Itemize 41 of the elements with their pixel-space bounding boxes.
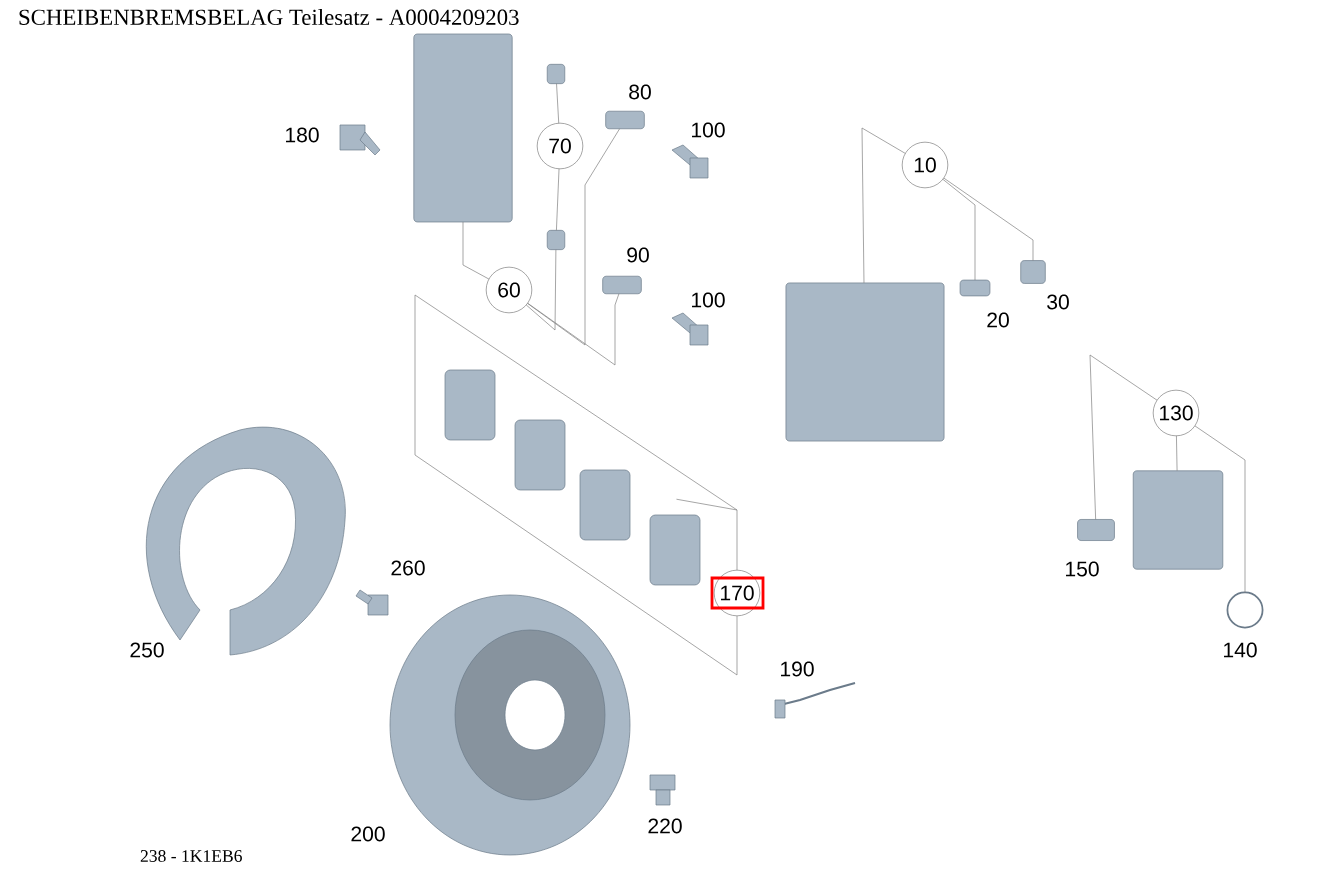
brake-caliper-drawing — [785, 282, 945, 442]
part-number: 100 — [692, 292, 725, 308]
bleeder-screw-drawing — [959, 279, 991, 297]
leader-line — [943, 177, 1034, 261]
part-number: 140 — [1224, 642, 1257, 658]
part-number: 20 — [987, 312, 1009, 328]
leader-line — [527, 293, 620, 366]
title: SCHEIBENBREMSBELAG Teilesatz - A0004209203 — [19, 8, 519, 26]
part-number: 90 — [627, 247, 649, 263]
cap-drawing — [1020, 260, 1046, 284]
part-number: 220 — [648, 818, 682, 834]
leader-line — [556, 168, 560, 231]
leader-line — [556, 83, 560, 124]
bolt-drawing — [1077, 519, 1115, 541]
leader-line — [1176, 435, 1178, 472]
nut-drawing — [546, 64, 566, 84]
part-number: 260 — [391, 560, 425, 576]
part-number: 80 — [629, 84, 651, 100]
part-number: 190 — [781, 661, 814, 677]
leader-line — [1194, 425, 1246, 593]
caption: 238 - 1K1EB6 — [140, 850, 242, 862]
nut-drawing — [546, 230, 566, 250]
bolt-drawing — [602, 275, 642, 295]
actuator-motor-drawing — [1132, 470, 1224, 570]
leader-line — [676, 498, 738, 571]
caliper-carrier-drawing — [413, 33, 513, 223]
part-number: 200 — [351, 826, 385, 842]
part-number: 30 — [1047, 294, 1069, 310]
part-number: 100 — [692, 122, 725, 138]
leader-line — [1089, 354, 1158, 520]
leader-line — [525, 249, 557, 331]
part-number: 250 — [130, 642, 164, 658]
leader-line — [942, 178, 976, 281]
leader-line — [462, 221, 490, 280]
part-number: 180 — [286, 127, 319, 143]
leader-line — [527, 128, 620, 346]
brake-pads-drawing — [444, 369, 701, 586]
part-number: 150 — [1066, 561, 1099, 577]
bolt-drawing — [605, 110, 645, 130]
seal-ring-drawing — [1226, 591, 1264, 629]
leader-line — [861, 127, 906, 284]
